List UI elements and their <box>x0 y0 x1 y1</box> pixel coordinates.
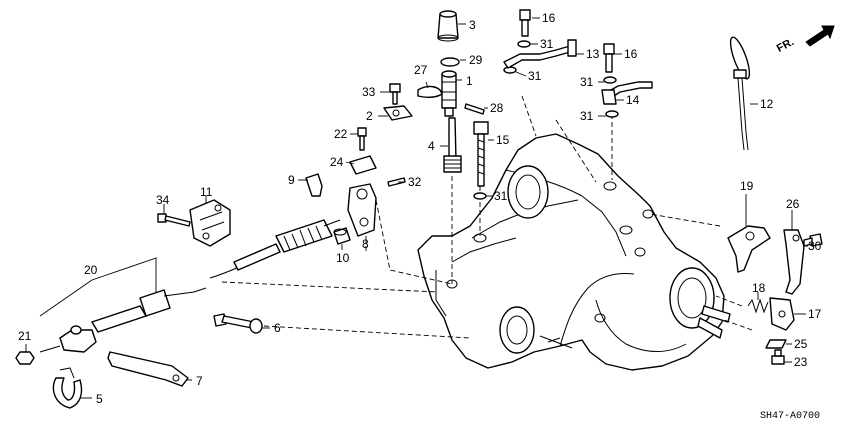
callout-22: 22 <box>334 127 348 141</box>
part-3-speedo-sleeve <box>437 10 459 42</box>
callout-16-right: 16 <box>624 47 638 61</box>
part-7-bracket <box>107 351 189 387</box>
part-30-bolt <box>803 233 823 247</box>
part-11-clamp <box>189 199 231 247</box>
part-19-lever <box>727 225 771 273</box>
part-1-speed-sensor <box>441 70 457 117</box>
callout-30: 30 <box>808 239 822 253</box>
part-26-lever <box>783 229 805 295</box>
output-seal <box>499 306 535 354</box>
part-9-arm <box>305 173 323 197</box>
callout-17: 17 <box>808 307 822 321</box>
part-33-bolt <box>389 83 401 105</box>
callout-24: 24 <box>330 155 344 169</box>
callout-31-lower: 31 <box>494 189 508 203</box>
callout-19: 19 <box>740 179 754 193</box>
part-13-breather-tube <box>503 39 577 69</box>
direction-label: FR. <box>775 36 796 55</box>
part-2-holder <box>383 105 413 121</box>
callout-labels: 3 29 1 28 27 33 2 22 24 4 32 9 10 8 11 3… <box>18 11 822 406</box>
part-20-shift-cable <box>39 219 341 353</box>
callout-31-right: 31 <box>580 75 594 89</box>
callout-5: 5 <box>96 392 103 406</box>
callout-14: 14 <box>626 93 640 107</box>
callout-31-washer: 31 <box>580 109 594 123</box>
part-10-bushing <box>333 227 351 245</box>
part-16-bolts <box>519 9 615 73</box>
arrow-icon <box>805 25 835 47</box>
callout-6: 6 <box>274 321 281 335</box>
part-4-speedo-gear <box>443 117 462 173</box>
part-23-bolt <box>771 349 785 365</box>
callout-34: 34 <box>156 193 170 207</box>
part-17-bracket <box>769 297 795 331</box>
callout-20: 20 <box>84 263 98 277</box>
callout-9: 9 <box>288 173 295 187</box>
part-22-bolt <box>357 127 367 151</box>
bellhousing-opening <box>507 165 549 219</box>
transmission-housing <box>417 133 731 371</box>
part-5-clip <box>52 367 83 409</box>
assembly-lines <box>221 95 753 339</box>
callout-23: 23 <box>794 355 808 369</box>
callout-4: 4 <box>428 139 435 153</box>
callout-13: 13 <box>586 47 600 61</box>
callout-18: 18 <box>752 281 766 295</box>
callout-25: 25 <box>794 337 808 351</box>
callout-8: 8 <box>362 237 369 251</box>
part-24-bracket <box>349 155 377 175</box>
callout-7: 7 <box>196 374 203 388</box>
part-12-dipstick <box>729 36 751 151</box>
part-27-clip <box>417 85 443 99</box>
diagram-code: SH47-A0700 <box>760 411 820 422</box>
callout-28: 28 <box>490 101 504 115</box>
part-15-bolt <box>473 121 489 187</box>
callout-16-left: 16 <box>542 11 556 25</box>
part-25-washer <box>765 339 787 349</box>
differential-cover <box>669 267 715 329</box>
part-34-bolt <box>157 213 191 227</box>
callout-32: 32 <box>408 175 422 189</box>
callout-33: 33 <box>362 85 376 99</box>
callout-12: 12 <box>760 97 774 111</box>
callout-29: 29 <box>469 53 483 67</box>
callout-2: 2 <box>366 109 373 123</box>
callout-31-breather: 31 <box>528 69 542 83</box>
washers <box>473 40 619 200</box>
callout-27: 27 <box>414 63 428 77</box>
leader-lines <box>25 17 808 399</box>
part-6-bolt <box>213 313 263 334</box>
callout-11: 11 <box>200 185 213 199</box>
part-8-shift-arm <box>347 183 377 237</box>
part-18-spring <box>747 298 769 314</box>
callout-3: 3 <box>469 18 476 32</box>
part-32-pin <box>387 177 406 187</box>
callout-15: 15 <box>496 133 510 147</box>
callout-31-top: 31 <box>540 37 554 51</box>
callout-1: 1 <box>466 74 473 88</box>
front-direction-indicator: FR. <box>775 25 835 55</box>
callout-26: 26 <box>786 197 800 211</box>
part-21-nut <box>15 351 35 365</box>
part-28-roll-pin <box>464 103 485 115</box>
callout-21: 21 <box>18 329 32 343</box>
part-14-breather-tube <box>601 81 653 105</box>
callout-10: 10 <box>336 251 350 265</box>
part-29-o-ring <box>440 57 460 67</box>
